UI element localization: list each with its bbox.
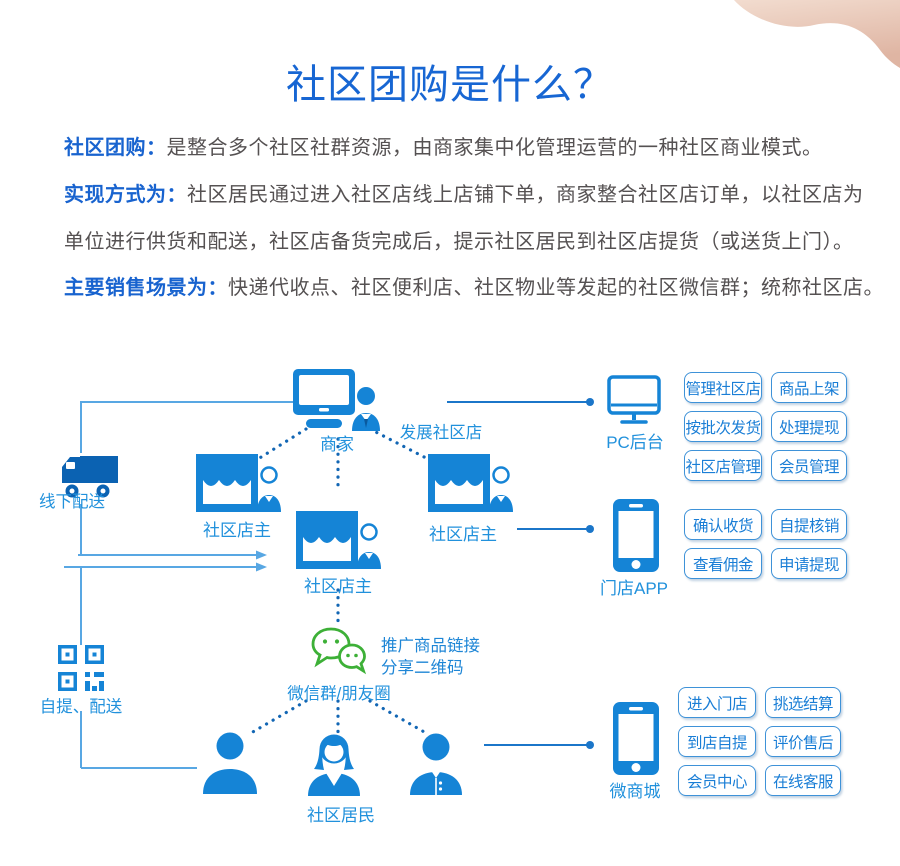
- offline-delivery-label: 线下配送: [39, 493, 105, 511]
- store-left-icon: [196, 454, 282, 512]
- wechat-group-label: 微信群/朋友圈: [287, 685, 391, 703]
- feature-box: 商品上架: [771, 372, 847, 403]
- micro-mall-label: 微商城: [609, 782, 661, 801]
- store-mid-icon: [296, 511, 382, 569]
- micro-mall-phone-icon: [613, 702, 659, 775]
- feature-box: 到店自提: [678, 726, 756, 757]
- intro-line-3: 单位进行供货和配送，社区店备货完成后，提示社区居民到社区店提货（或送货上门）。: [64, 231, 854, 253]
- feature-box: 社区店管理: [684, 450, 762, 481]
- feature-box: 挑选结算: [765, 687, 841, 718]
- wechat-icon: [309, 625, 367, 677]
- store-app-phone-icon: [613, 499, 659, 572]
- feature-box: 会员管理: [771, 450, 847, 481]
- app-feature-group: 确认收货 自提核销 查看佣金 申请提现: [684, 509, 847, 579]
- feature-box: 会员中心: [678, 765, 756, 796]
- merchant-label: 商家: [320, 435, 354, 454]
- resident-woman-icon: [305, 732, 363, 796]
- store-left-label: 社区店主: [203, 521, 271, 540]
- feature-box: 申请提现: [771, 548, 847, 579]
- store-app-label: 门店APP: [599, 579, 669, 598]
- pc-backend-label: PC后台: [606, 433, 664, 452]
- promo-link-text: 推广商品链接: [381, 637, 480, 655]
- feature-box: 自提核销: [771, 509, 847, 540]
- merchant-computer-icon: [293, 369, 383, 431]
- share-qr-text: 分享二维码: [381, 659, 464, 677]
- hand-photo: [728, 0, 900, 72]
- mall-feature-group: 进入门店 挑选结算 到店自提 评价售后 会员中心 在线客服: [678, 687, 841, 796]
- intro-lead-4: 主要销售场景为：: [64, 277, 228, 299]
- pickup-delivery-label: 自提、配送: [39, 698, 123, 716]
- residents-label: 社区居民: [307, 806, 375, 825]
- resident-man1-icon: [202, 730, 258, 794]
- pc-monitor-icon: [607, 375, 661, 427]
- delivery-truck-icon: [60, 454, 118, 500]
- intro-line-2: 实现方式为：社区居民通过进入社区店线上店铺下单，商家整合社区店订单，以社区店为: [64, 184, 864, 206]
- pc-feature-group: 管理社区店 商品上架 按批次发货 处理提现 社区店管理 会员管理: [684, 372, 847, 481]
- feature-box: 处理提现: [771, 411, 847, 442]
- feature-box: 确认收货: [684, 509, 762, 540]
- feature-box: 在线客服: [765, 765, 841, 796]
- feature-box: 进入门店: [678, 687, 756, 718]
- store-right-label: 社区店主: [429, 525, 497, 544]
- feature-box: 查看佣金: [684, 548, 762, 579]
- intro-line-4: 主要销售场景为：快递代收点、社区便利店、社区物业等发起的社区微信群；统称社区店。: [64, 277, 884, 299]
- feature-box: 管理社区店: [684, 372, 762, 403]
- qr-code-icon: [58, 645, 104, 691]
- intro-lead-2: 实现方式为：: [64, 184, 187, 206]
- intro-lead-1: 社区团购：: [64, 137, 167, 159]
- feature-box: 评价售后: [765, 726, 841, 757]
- page-title: 社区团购是什么？: [286, 63, 614, 107]
- store-mid-label: 社区店主: [304, 577, 372, 596]
- resident-man2-icon: [407, 731, 465, 795]
- develop-store-label: 发展社区店: [399, 424, 483, 442]
- intro-line-1: 社区团购：是整合多个社区社群资源，由商家集中化管理运营的一种社区商业模式。: [64, 137, 823, 159]
- store-right-icon: [428, 454, 514, 512]
- feature-box: 按批次发货: [684, 411, 762, 442]
